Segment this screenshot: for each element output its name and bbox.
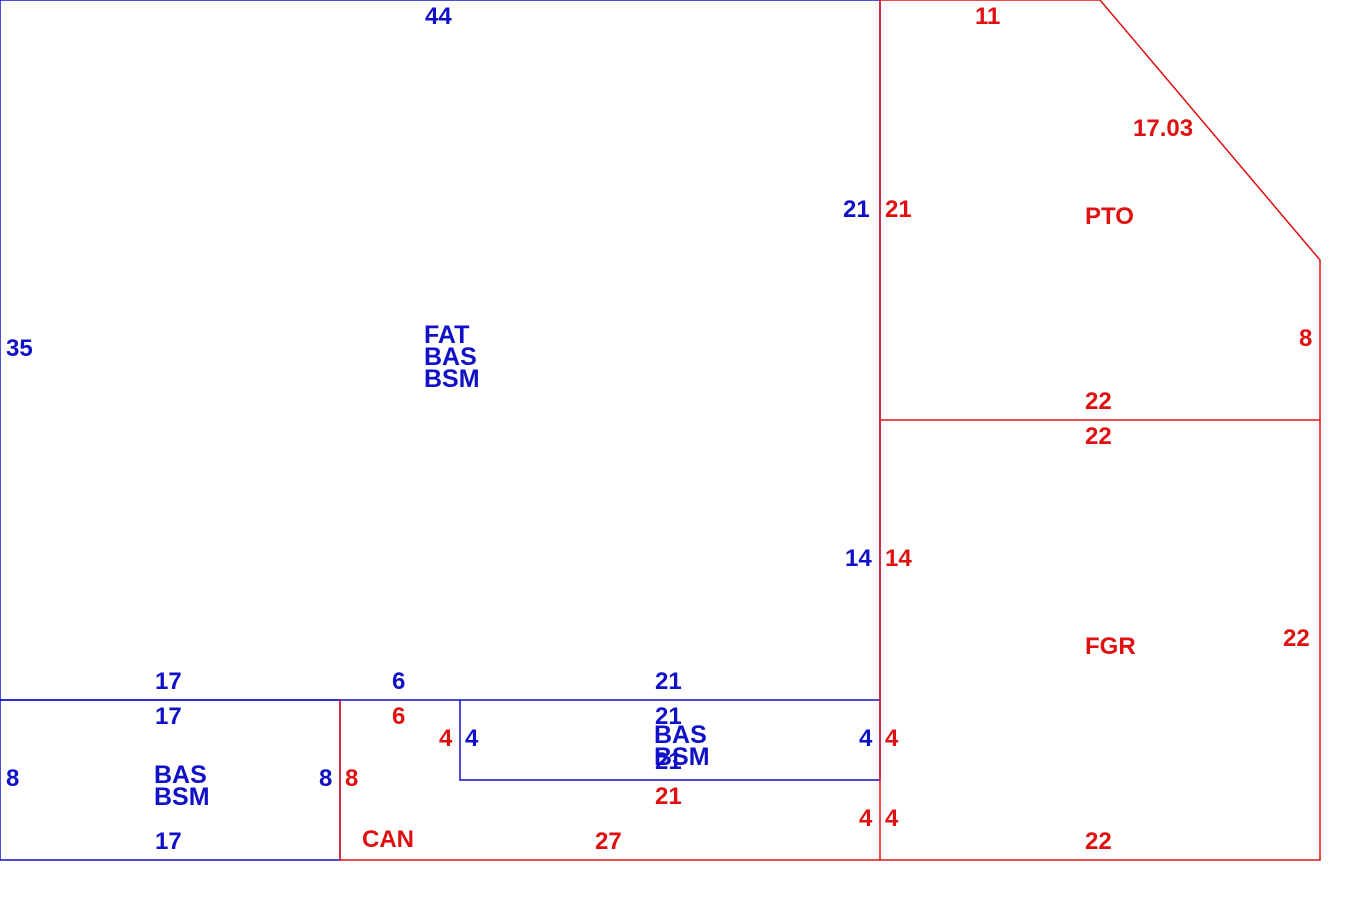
dim-can-bottom: 27 (595, 828, 622, 855)
dim-basm-left: 4 (465, 725, 479, 752)
dim-can-notch-left: 4 (439, 725, 453, 752)
dim-basl-left: 8 (6, 765, 20, 792)
area-code: BAS (654, 721, 707, 749)
dim-fgr-left-b: 4 (885, 805, 899, 832)
dim-pto-right: 8 (1299, 325, 1313, 352)
dim-fat-bottom-mid: 6 (392, 668, 406, 695)
dim-pto-bottom: 22 (1085, 388, 1112, 415)
dim-can-top: 6 (392, 703, 406, 730)
dim-fat-bottom-left: 17 (155, 668, 182, 695)
can-area-code: CAN (362, 826, 414, 853)
bas-mid-area-codes: BAS BSM (654, 721, 710, 771)
dim-fgr-left: 14 (885, 545, 912, 572)
area-code: BAS (154, 761, 207, 789)
dim-fgr-bottom: 22 (1085, 828, 1112, 855)
area-code: BSM (424, 365, 480, 393)
dim-fgr-top: 22 (1085, 423, 1112, 450)
pto-area-outline (879, 0, 1321, 421)
fgr-area-code: FGR (1085, 633, 1136, 660)
dim-basl-top: 17 (155, 703, 182, 730)
dim-basl-bottom: 17 (155, 828, 182, 855)
area-code: BSM (654, 743, 710, 771)
dim-fat-top: 44 (425, 3, 452, 30)
dim-fat-bottom-right: 21 (655, 668, 682, 695)
dim-fgr-left-a: 4 (885, 725, 899, 752)
dim-fat-left: 35 (6, 335, 33, 362)
area-code: BSM (154, 783, 210, 811)
area-code: BAS (424, 343, 477, 371)
fat-area-codes: FAT BAS BSM (424, 321, 480, 393)
dim-can-inner: 21 (655, 783, 682, 810)
dim-basm-right: 4 (859, 725, 873, 752)
area-code: FAT (424, 321, 470, 349)
dim-pto-left: 21 (885, 196, 912, 223)
dim-pto-diag: 17.03 (1133, 115, 1194, 142)
pto-area-code: PTO (1085, 203, 1134, 230)
can-area-outline (339, 700, 880, 861)
fgr-area-outline (879, 420, 1321, 861)
dim-can-right: 4 (859, 805, 873, 832)
bas-left-area-codes: BAS BSM (154, 761, 210, 811)
dim-basl-right: 8 (319, 765, 333, 792)
dim-fat-right-upper: 21 (843, 196, 870, 223)
dim-fgr-right: 22 (1283, 625, 1310, 652)
dim-can-left: 8 (345, 765, 359, 792)
dim-fat-right-lower: 14 (845, 545, 872, 572)
dim-pto-top: 11 (975, 3, 1001, 30)
dim-basm-top: 21 (655, 703, 682, 730)
dim-basm-bottom: 21 (655, 748, 682, 775)
